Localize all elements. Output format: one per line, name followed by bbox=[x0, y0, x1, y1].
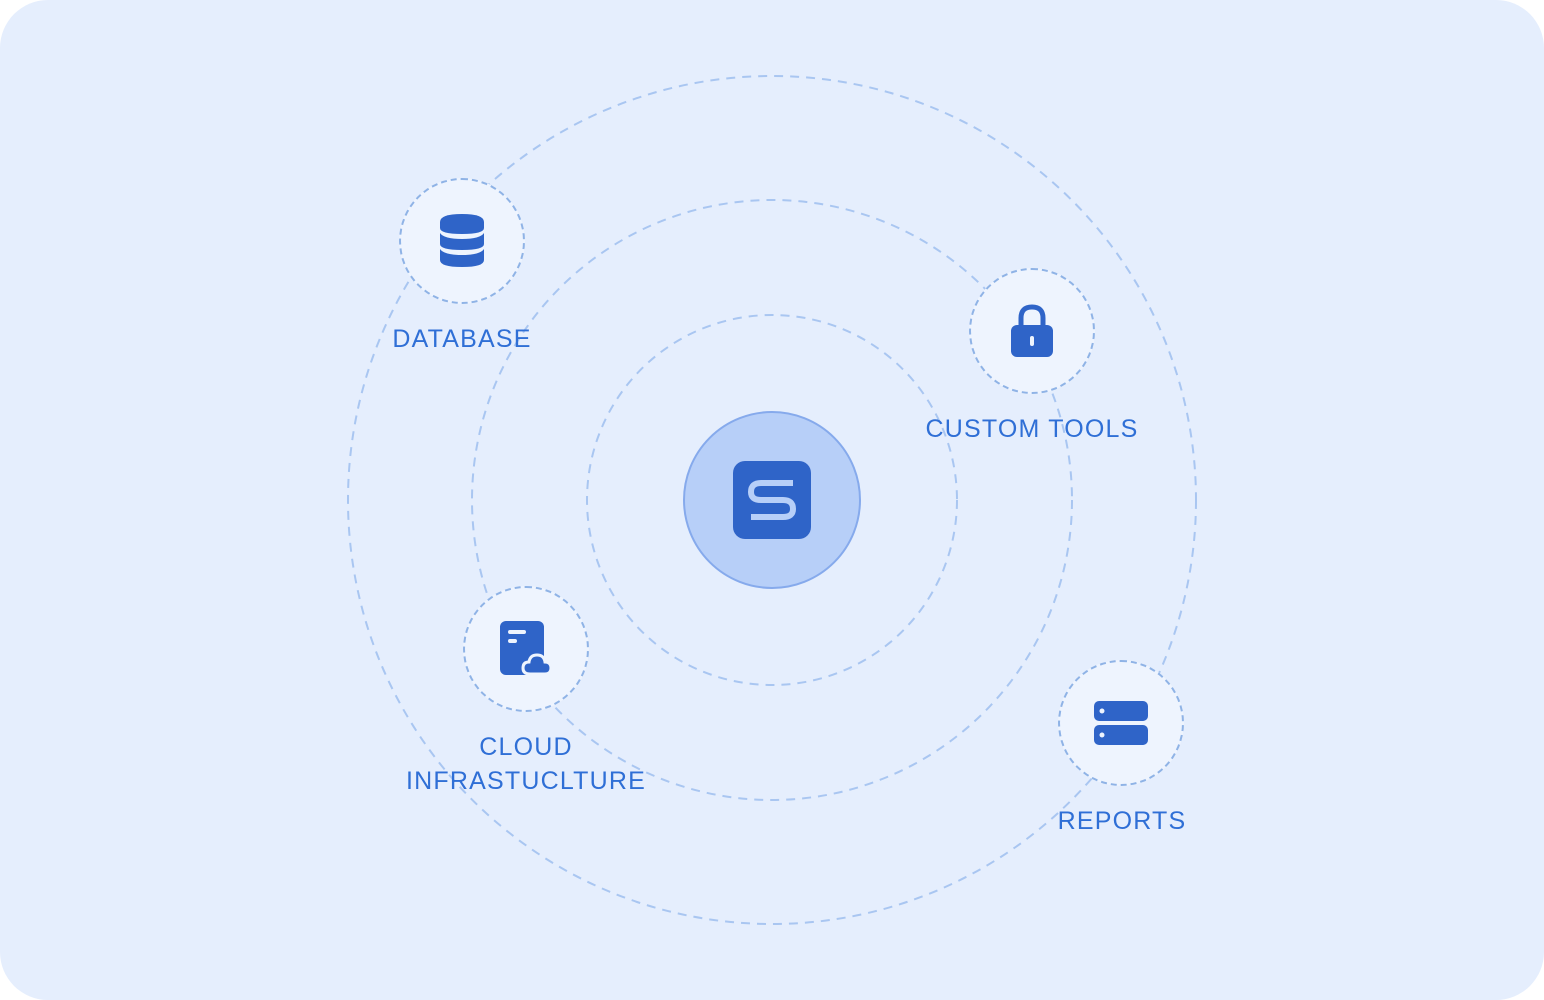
custom-tools-label: CUSTOM TOOLS bbox=[925, 415, 1139, 443]
central-hub[interactable] bbox=[683, 411, 861, 589]
lock-icon bbox=[1011, 304, 1053, 357]
cloud-label-line1: CLOUD bbox=[479, 733, 573, 761]
cloud-infrastructure-label: CLOUD INFRASTUCLTURE bbox=[386, 730, 666, 798]
database-icon bbox=[440, 214, 484, 267]
server-icon bbox=[1094, 701, 1148, 745]
middle-orbit-ring bbox=[471, 199, 1073, 801]
custom-tools-node[interactable] bbox=[969, 268, 1095, 394]
database-label: DATABASE bbox=[392, 325, 532, 353]
cloud-document-icon bbox=[500, 621, 552, 676]
cloud-label-line2: INFRASTUCLTURE bbox=[406, 767, 646, 795]
inner-orbit-ring bbox=[586, 314, 958, 686]
database-node[interactable] bbox=[399, 178, 525, 304]
cloud-infrastructure-node[interactable] bbox=[463, 586, 589, 712]
reports-label: REPORTS bbox=[1057, 807, 1187, 835]
outer-orbit-ring bbox=[347, 75, 1197, 925]
s-logo-icon bbox=[733, 461, 811, 539]
reports-node[interactable] bbox=[1058, 660, 1184, 786]
